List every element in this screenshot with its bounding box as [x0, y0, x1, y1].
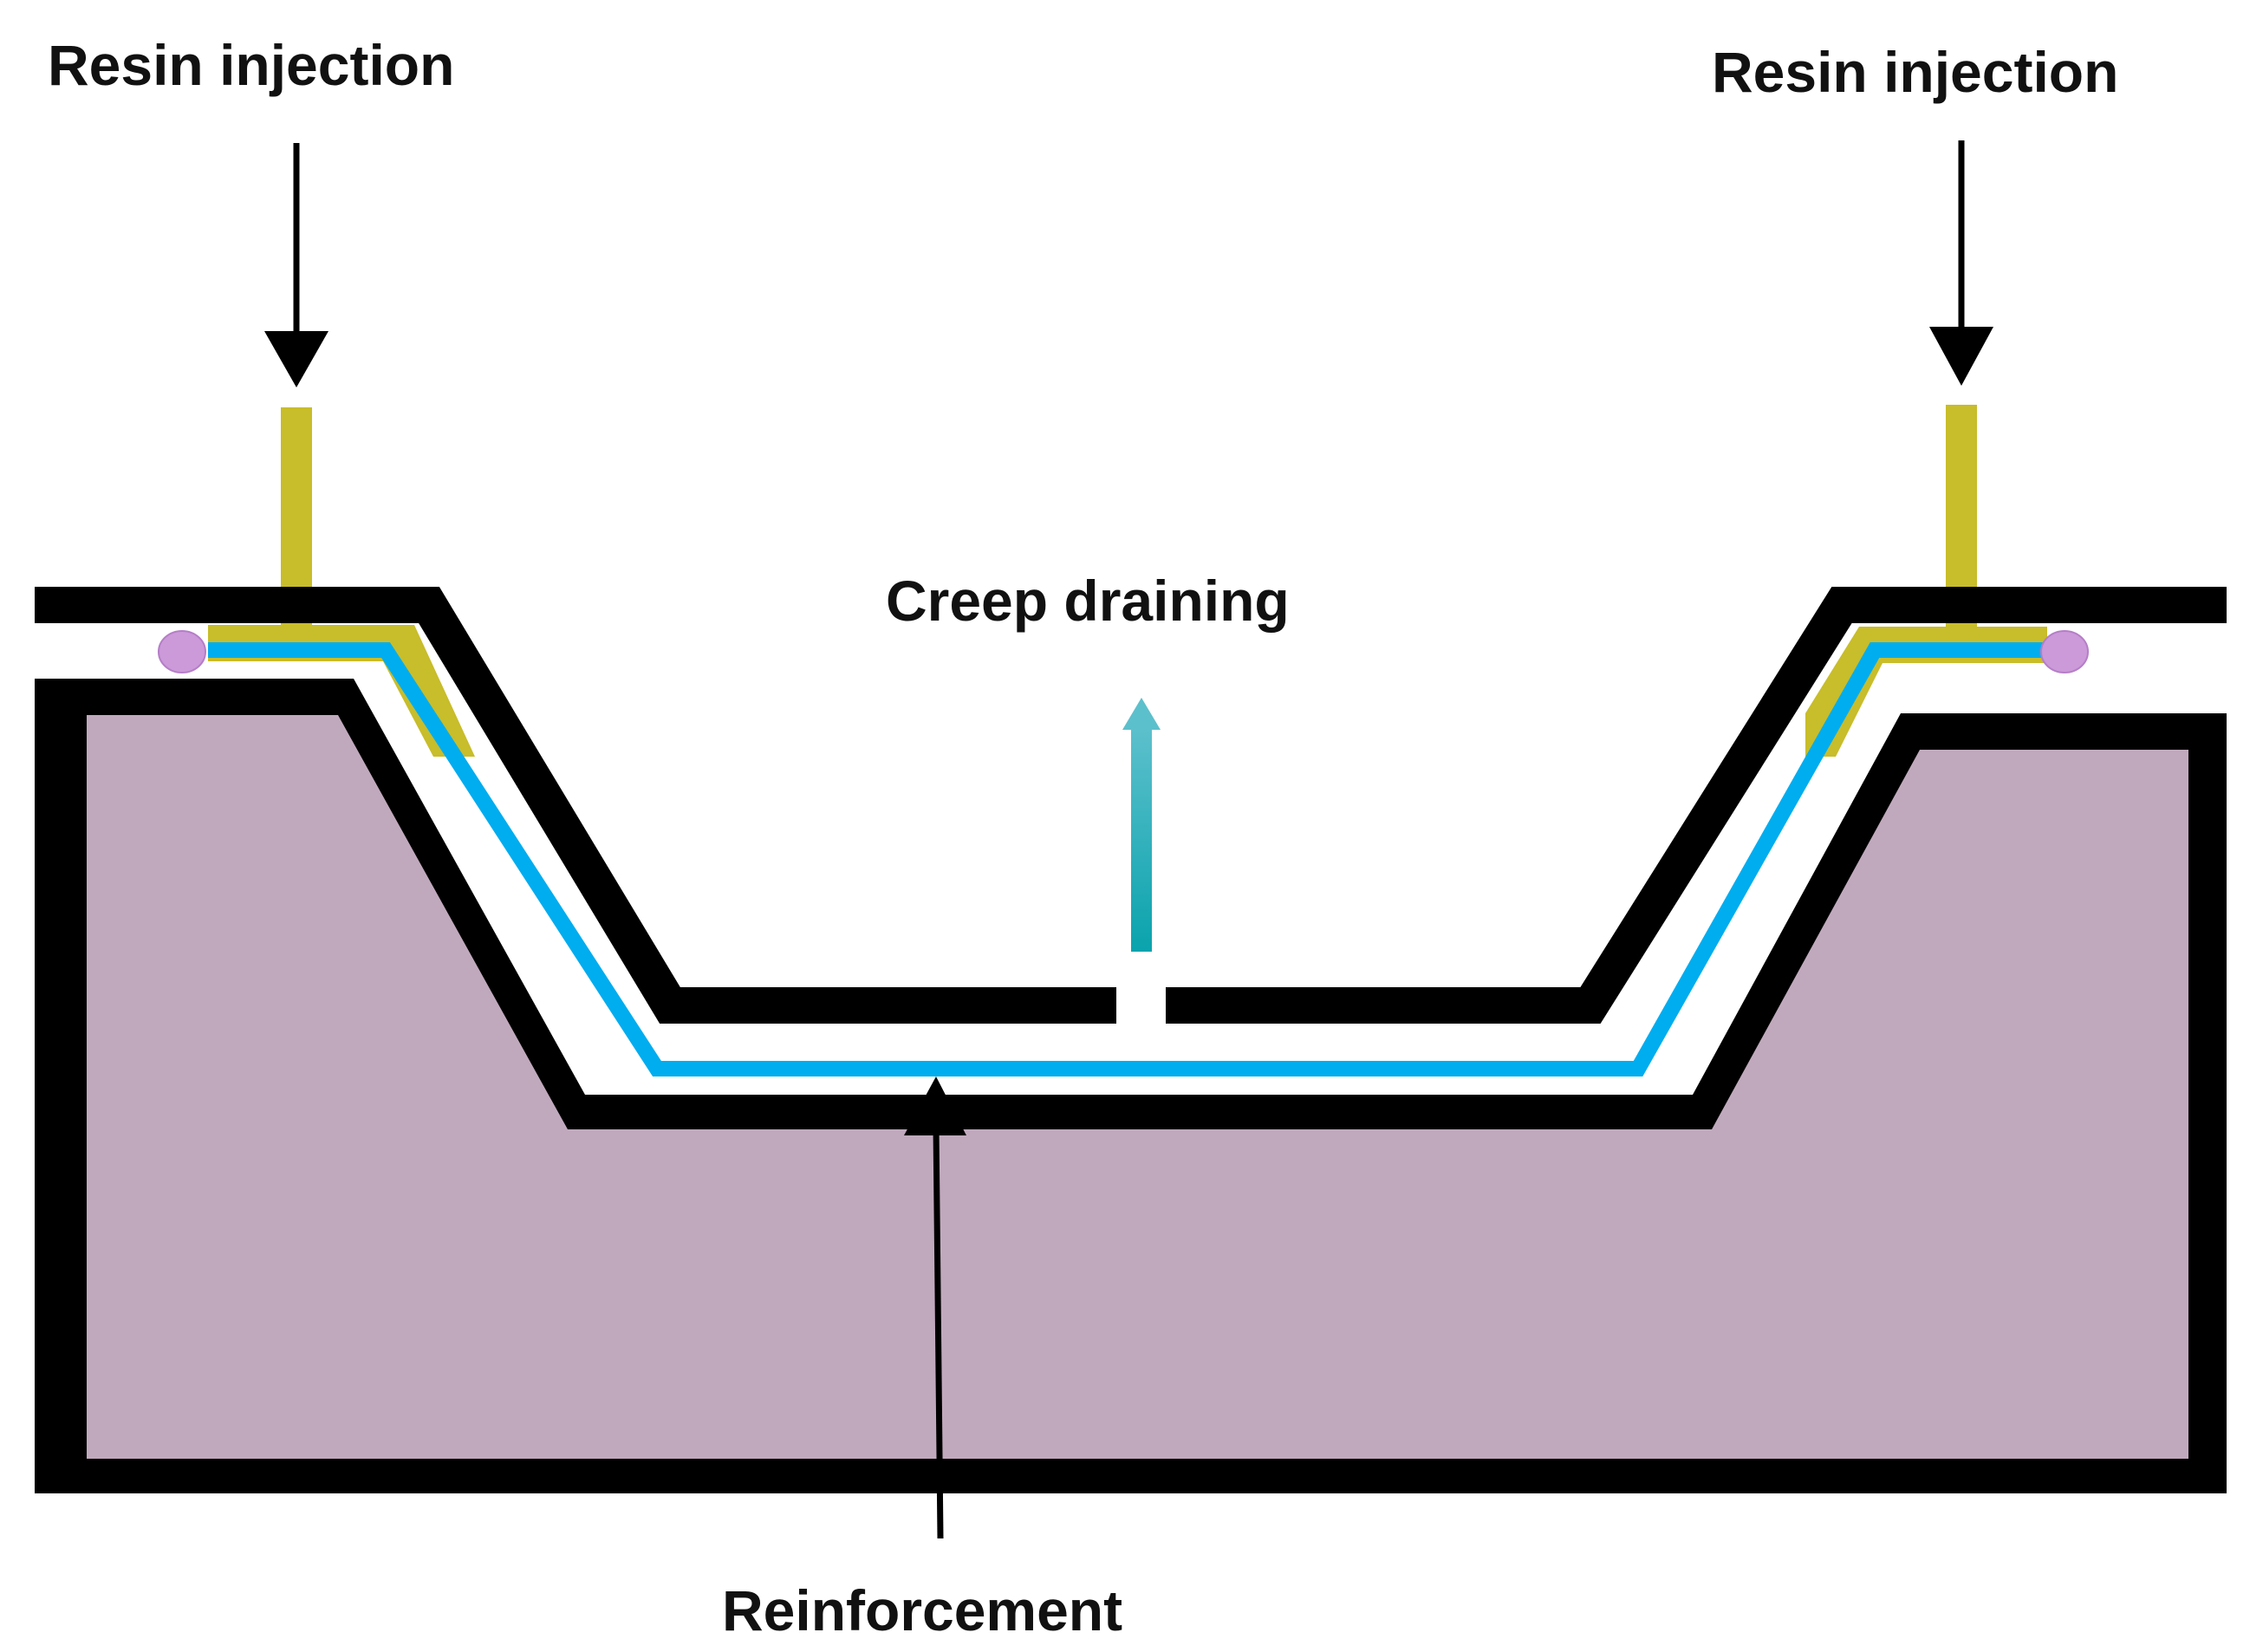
mold-fill — [87, 715, 2188, 1459]
reinforcement-layer — [208, 642, 2047, 1076]
creep-draining-label: Creep draining — [886, 569, 1290, 633]
resin-injection-label-left: Resin injection — [48, 33, 455, 97]
reinforcement-arrow — [904, 1076, 966, 1539]
resin-injection-label-right: Resin injection — [1712, 40, 2119, 104]
vacuum-bag-left — [35, 587, 1116, 1024]
resin-injection-arrow-right — [1929, 140, 1993, 386]
resin-injection-arrow-left — [264, 143, 328, 387]
reinforcement-label: Reinforcement — [722, 1578, 1123, 1642]
vacuum-bag-right — [1166, 587, 2227, 1024]
seal-right — [2040, 630, 2089, 673]
creep-draining-arrow — [1122, 698, 1161, 952]
seal-left — [158, 630, 206, 673]
